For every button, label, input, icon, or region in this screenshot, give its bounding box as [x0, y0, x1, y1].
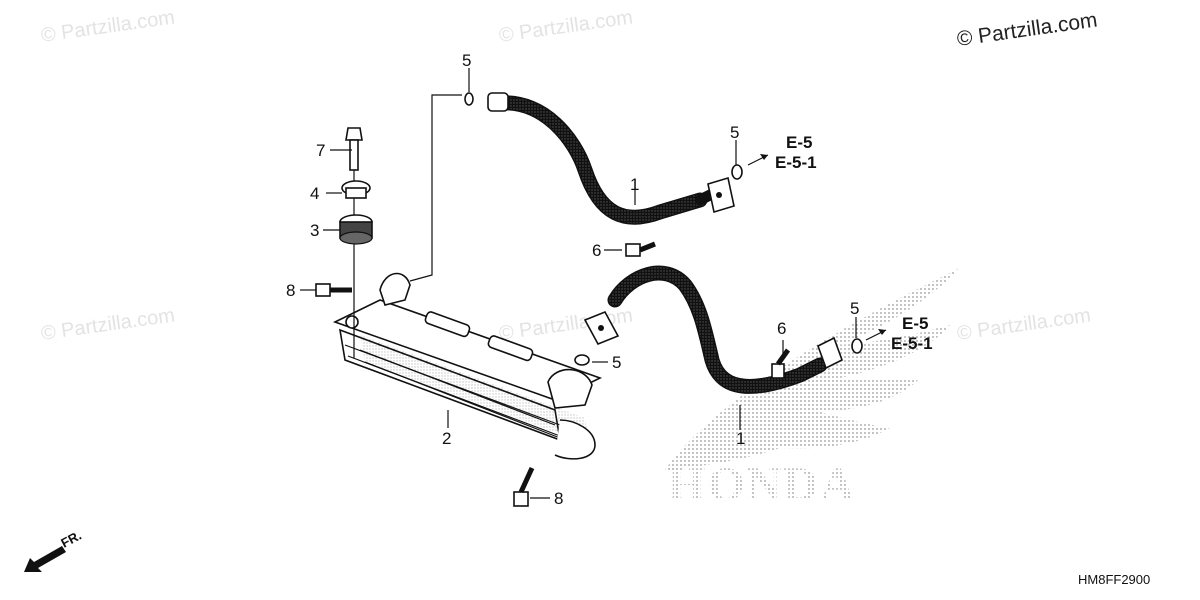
callout-6-lower: 6 [777, 319, 786, 338]
part-6-bolts [625, 241, 791, 379]
callout-5-upper-right: 5 [730, 123, 739, 142]
reference-arrows [747, 154, 887, 341]
ref-upper-line1: E-5 [786, 133, 812, 152]
front-direction-arrow: FR. [24, 528, 84, 572]
callout-7: 7 [316, 141, 325, 160]
part-2-oil-cooler [332, 272, 603, 460]
part-8-bolts [315, 283, 535, 507]
watermark-mid-left: © Partzilla.com [40, 304, 177, 345]
callout-2: 2 [442, 429, 451, 448]
part-5-o-rings [464, 92, 863, 366]
watermark-top-right: © Partzilla.com [955, 8, 1098, 50]
part-1-upper-hose [487, 92, 735, 225]
watermark-top-left: © Partzilla.com [40, 6, 177, 47]
honda-wing-logo: HONDA [665, 268, 960, 511]
honda-logo-text: HONDA [668, 458, 857, 511]
callout-4: 4 [310, 184, 319, 203]
watermark-mid-right: © Partzilla.com [956, 304, 1093, 345]
leader-lines [300, 68, 857, 499]
watermark-top-center: © Partzilla.com [498, 6, 635, 47]
callout-5-mid: 5 [612, 353, 621, 372]
ref-upper-line2: E-5-1 [775, 153, 817, 172]
callout-6-upper: 6 [592, 241, 601, 260]
ref-lower-line1: E-5 [902, 314, 928, 333]
callout-5-lower-right: 5 [850, 299, 859, 318]
callout-5-top: 5 [462, 51, 471, 70]
part-1-lower-hose [583, 265, 843, 394]
watermark-mid-center: © Partzilla.com [498, 304, 635, 345]
callout-3: 3 [310, 221, 319, 240]
callout-8-upper: 8 [286, 281, 295, 300]
ref-lower-line2: E-5-1 [891, 334, 933, 353]
mounting-stack [339, 127, 373, 358]
callout-8-lower: 8 [554, 489, 563, 508]
callout-1-lower: 1 [736, 429, 745, 448]
callout-1-upper: 1 [630, 175, 639, 194]
diagram-code: HM8FF2900 [1078, 572, 1150, 587]
